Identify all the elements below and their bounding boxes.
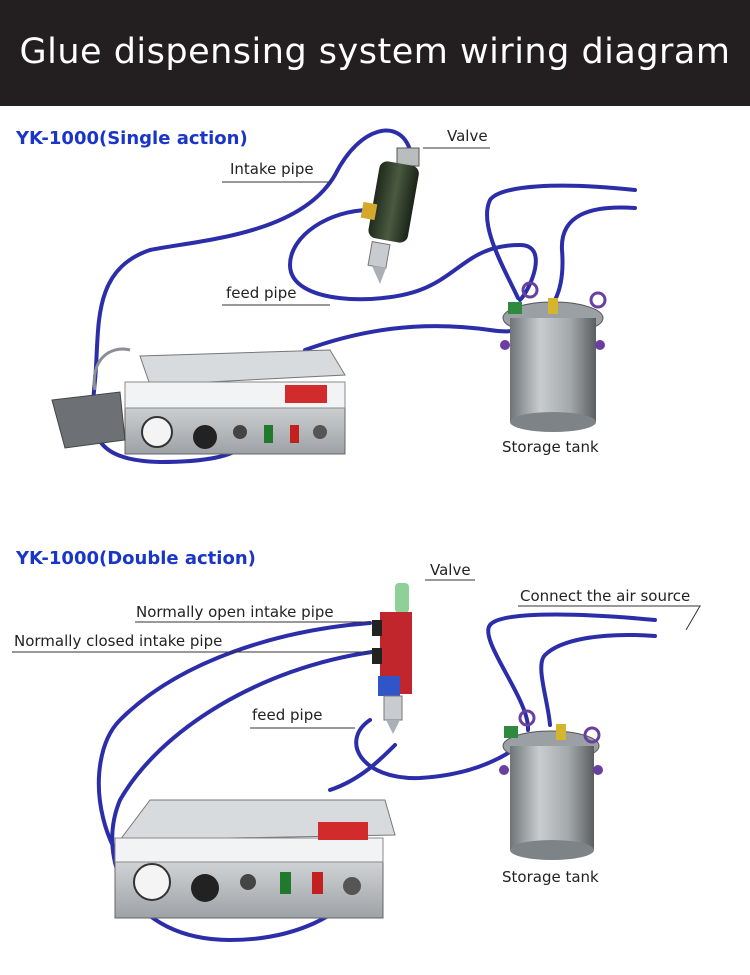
page-title: Glue dispensing system wiring diagram: [19, 32, 731, 72]
label-feed-pipe-single: feed pipe: [226, 284, 297, 302]
air-pipe: [485, 183, 637, 300]
storage-tank-single: [500, 281, 607, 432]
label-valve-single: Valve: [447, 127, 488, 145]
label-normally-closed: Normally closed intake pipe: [14, 632, 223, 650]
intake-pipe: [90, 128, 412, 465]
label-normally-open: Normally open intake pipe: [136, 603, 334, 621]
double-action-diagram: [96, 583, 657, 943]
single-action-title: YK-1000(Single action): [16, 128, 248, 149]
double-action-title: YK-1000(Double action): [16, 548, 256, 569]
feed-pipe-double: [354, 718, 522, 781]
leader-lines: [12, 147, 701, 729]
wiring-diagram: [12, 128, 701, 943]
valve-single: [360, 147, 420, 284]
air-pipe-2: [553, 205, 637, 302]
normally-closed-pipe: [110, 650, 374, 943]
valve-double: [372, 583, 412, 734]
label-storage-tank-double: Storage tank: [502, 868, 599, 886]
label-air-source: Connect the air source: [520, 587, 691, 605]
controller-single: [51, 347, 346, 455]
single-action-diagram: [51, 128, 637, 465]
single-pipes: [90, 128, 637, 465]
air-source-pipe: [486, 612, 657, 732]
controller-pipe-double: [328, 743, 397, 792]
label-feed-pipe-double: feed pipe: [252, 706, 323, 724]
label-valve-double: Valve: [430, 561, 471, 579]
label-intake-pipe: Intake pipe: [230, 160, 314, 178]
label-storage-tank-single: Storage tank: [502, 438, 599, 456]
storage-tank-double: [499, 709, 603, 860]
header-bar: Glue dispensing system wiring diagram: [0, 0, 750, 106]
feed-pipe: [287, 208, 538, 302]
air-source-pipe-2: [539, 632, 657, 727]
controller-double: [114, 799, 396, 919]
